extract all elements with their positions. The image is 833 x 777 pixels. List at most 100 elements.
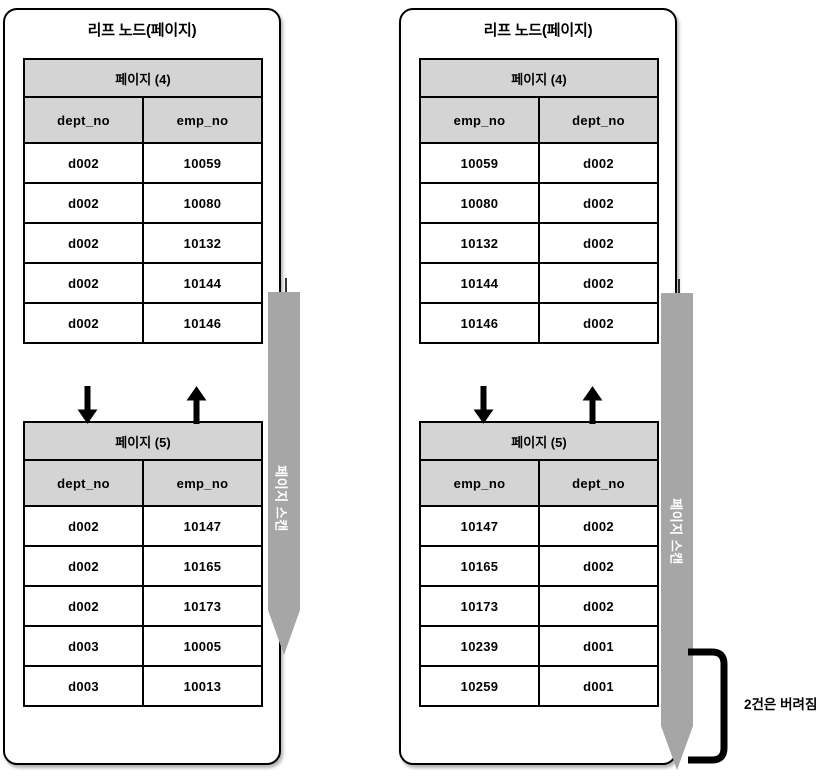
table-row: d002 10059 (23, 142, 263, 184)
cell-emp-no: 10147 (142, 505, 263, 547)
up-arrow-shaft-right (589, 397, 596, 424)
table-row: d002 10144 (23, 262, 263, 304)
cell-dept-no: d002 (538, 545, 659, 587)
cell-dept-no: d002 (538, 505, 659, 547)
table-row: d002 10165 (23, 545, 263, 587)
column-header-row: dept_no emp_no (23, 459, 263, 507)
page-label: 페이지 (5) (23, 421, 263, 461)
cell-emp-no: 10144 (419, 262, 540, 304)
cell-dept-no: d002 (23, 182, 144, 224)
up-arrow-shaft-left (193, 397, 200, 424)
cell-emp-no: 10259 (419, 665, 540, 707)
leaf-node-panel-left: 리프 노드(페이지) 페이지 (4) dept_no emp_no d002 1… (3, 8, 281, 765)
cell-emp-no: 10132 (419, 222, 540, 264)
cell-dept-no: d002 (23, 505, 144, 547)
column-header-emp-no: emp_no (142, 459, 263, 507)
cell-emp-no: 10146 (419, 302, 540, 344)
cell-emp-no: 10144 (142, 262, 263, 304)
column-header-dept-no: dept_no (23, 96, 144, 144)
column-header-emp-no: emp_no (419, 96, 540, 144)
cell-dept-no: d002 (23, 302, 144, 344)
cell-emp-no: 10013 (142, 665, 263, 707)
scan-arrow-body-left (268, 292, 300, 655)
column-header-row: emp_no dept_no (419, 459, 659, 507)
cell-emp-no: 10173 (142, 585, 263, 627)
table-row: 10146 d002 (419, 302, 659, 344)
cell-dept-no: d002 (538, 585, 659, 627)
cell-dept-no: d003 (23, 625, 144, 667)
cell-emp-no: 10132 (142, 222, 263, 264)
leaf-node-panel-right: 리프 노드(페이지) 페이지 (4) emp_no dept_no 10059 … (399, 8, 677, 765)
table-row: d003 10005 (23, 625, 263, 667)
down-arrow-head-right (473, 409, 494, 424)
column-header-dept-no: dept_no (538, 96, 659, 144)
table-row: 10080 d002 (419, 182, 659, 224)
page-connector-arrows-right (473, 386, 603, 424)
cell-dept-no: d002 (23, 142, 144, 184)
table-row: 10165 d002 (419, 545, 659, 587)
page-header-row: 페이지 (5) (23, 421, 263, 461)
cell-dept-no: d002 (23, 585, 144, 627)
page-table-left-page5: 페이지 (5) dept_no emp_no d002 10147 d002 1… (23, 421, 263, 707)
column-header-dept-no: dept_no (23, 459, 144, 507)
page-table-right-page4: 페이지 (4) emp_no dept_no 10059 d002 10080 … (419, 58, 659, 344)
page-table-right-page5: 페이지 (5) emp_no dept_no 10147 d002 10165 … (419, 421, 659, 707)
page-connector-arrows-left (77, 386, 207, 424)
column-header-row: dept_no emp_no (23, 96, 263, 144)
table-row: 10259 d001 (419, 665, 659, 707)
cell-dept-no: d001 (538, 625, 659, 667)
cell-emp-no: 10239 (419, 625, 540, 667)
page-table-left-page4: 페이지 (4) dept_no emp_no d002 10059 d002 1… (23, 58, 263, 344)
up-arrow-head-left (186, 386, 207, 401)
column-header-emp-no: emp_no (419, 459, 540, 507)
page-header-row: 페이지 (5) (419, 421, 659, 461)
cell-emp-no: 10173 (419, 585, 540, 627)
down-arrow-shaft-left (84, 386, 91, 413)
column-header-row: emp_no dept_no (419, 96, 659, 144)
panel-title-right: 리프 노드(페이지) (483, 22, 593, 39)
cell-dept-no: d002 (538, 182, 659, 224)
up-arrow-head-right (582, 386, 603, 401)
table-row: 10059 d002 (419, 142, 659, 184)
cell-emp-no: 10147 (419, 505, 540, 547)
cell-emp-no: 10165 (142, 545, 263, 587)
cell-dept-no: d002 (538, 142, 659, 184)
cell-emp-no: 10080 (142, 182, 263, 224)
page-scan-arrow-left (268, 278, 300, 655)
column-header-dept-no: dept_no (538, 459, 659, 507)
page-header-row: 페이지 (4) (419, 58, 659, 98)
table-row: d002 10132 (23, 222, 263, 264)
cell-dept-no: d001 (538, 665, 659, 707)
page-label: 페이지 (4) (23, 58, 263, 98)
cell-emp-no: 10146 (142, 302, 263, 344)
scan-arrow-body-right (661, 293, 693, 770)
cell-emp-no: 10059 (419, 142, 540, 184)
page-label: 페이지 (4) (419, 58, 659, 98)
cell-dept-no: d002 (23, 545, 144, 587)
cell-emp-no: 10059 (142, 142, 263, 184)
scan-arrow-label-right: 페이지 스캔 (668, 498, 684, 565)
scan-arrow-label-left: 페이지 스캔 (273, 465, 289, 532)
table-row: 10239 d001 (419, 625, 659, 667)
cell-dept-no: d002 (538, 302, 659, 344)
table-row: d002 10173 (23, 585, 263, 627)
table-row: d003 10013 (23, 665, 263, 707)
cell-emp-no: 10005 (142, 625, 263, 667)
cell-dept-no: d003 (23, 665, 144, 707)
table-row: d002 10146 (23, 302, 263, 344)
cell-emp-no: 10080 (419, 182, 540, 224)
page-label: 페이지 (5) (419, 421, 659, 461)
table-row: d002 10080 (23, 182, 263, 224)
down-arrow-head-left (77, 409, 98, 424)
table-row: d002 10147 (23, 505, 263, 547)
table-row: 10173 d002 (419, 585, 659, 627)
discard-note: 2건은 버려짐 (744, 697, 818, 712)
panel-title-left: 리프 노드(페이지) (87, 22, 197, 39)
discard-bracket (688, 648, 728, 764)
cell-dept-no: d002 (23, 222, 144, 264)
column-header-emp-no: emp_no (142, 96, 263, 144)
cell-dept-no: d002 (538, 222, 659, 264)
table-row: 10144 d002 (419, 262, 659, 304)
down-arrow-shaft-right (480, 386, 487, 413)
table-row: 10147 d002 (419, 505, 659, 547)
